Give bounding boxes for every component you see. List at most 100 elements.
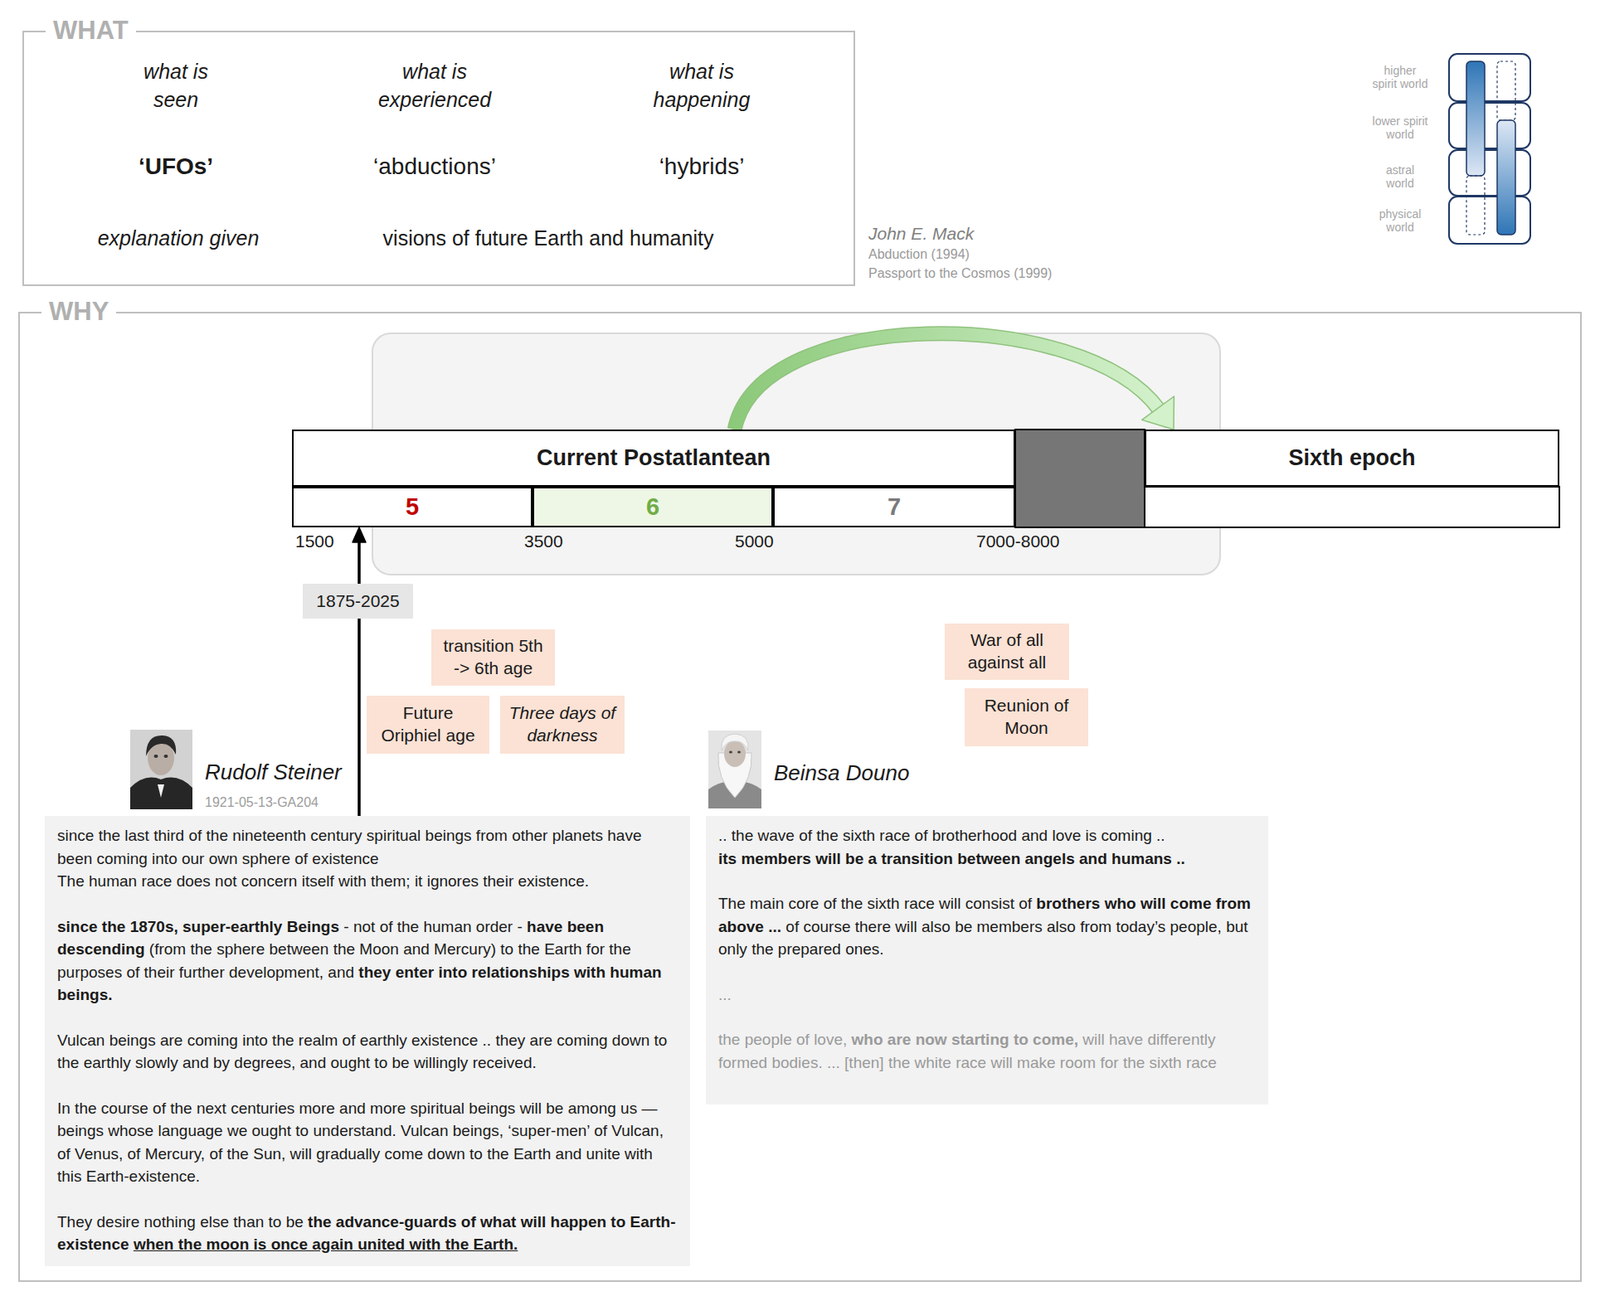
epoch-cell: Current Postatlantean <box>291 429 1016 487</box>
author-name: Rudolf Steiner <box>204 761 342 785</box>
arrow-band <box>734 333 1160 430</box>
epoch-cell: Sixth epoch <box>1144 429 1560 487</box>
quote-text: of course there will also be members als… <box>718 918 1249 959</box>
quote-text: Vulcan beings are coming into the realm … <box>57 1031 667 1073</box>
author-name: Beinsa Douno <box>773 762 910 786</box>
quote-text: who are now starting to come, <box>851 1031 1079 1049</box>
quote-text: The main core of the sixth race will con… <box>718 894 1032 913</box>
level-bar <box>1497 120 1516 235</box>
world-level-box <box>1449 53 1531 102</box>
event-box: Future Oriphiel age <box>366 695 490 754</box>
quote-text: the people of love, <box>718 1031 847 1049</box>
quote-text: The human race does not concern itself w… <box>57 872 589 890</box>
world-label: higher spirit world <box>1371 63 1430 91</box>
box-text: transition 5th -> 6th age <box>439 635 547 681</box>
event-box: Reunion of Moon <box>964 688 1089 747</box>
panel-item: explanation given <box>97 223 260 253</box>
photo-collar <box>157 784 165 798</box>
arrow-head <box>352 527 366 543</box>
box-text: Future Oriphiel age <box>374 702 482 748</box>
portrait-douno <box>708 730 762 809</box>
world-level-box <box>1449 150 1531 196</box>
year-label: 5000 <box>734 531 774 552</box>
photo-eye <box>737 750 741 754</box>
photo-ground <box>708 730 762 809</box>
box-label: War of all against all <box>953 629 1061 675</box>
photo-eye <box>154 754 159 759</box>
panel-item: what is seen <box>130 57 222 114</box>
empty-cell <box>1144 486 1560 528</box>
quote-paragraph: since the 1870s, super-earthly Beings - … <box>57 915 678 1007</box>
year-label: 7000-8000 <box>976 531 1060 552</box>
panel-item: ‘hybrids’ <box>659 153 745 180</box>
quote-text: .. the wave of the sixth race of brother… <box>718 826 1166 845</box>
quote-text: since the last third of the nineteenth c… <box>57 826 642 868</box>
box-text: 5 <box>405 493 419 521</box>
portrait-steiner <box>130 729 193 810</box>
quote-text: They desire nothing else than to be <box>57 1213 304 1231</box>
arrow-head <box>1142 396 1175 430</box>
what-panel: WHATwhat is seenwhat is experiencedwhat … <box>22 30 856 287</box>
box-label: 6 <box>646 493 660 521</box>
source-reference: 1921-05-13-GA204 <box>204 791 319 815</box>
photo-hair <box>721 734 749 751</box>
world-level-box <box>1449 102 1531 149</box>
why-panel: WHYCurrent PostatlanteanSixth epoch56718… <box>18 311 1582 1283</box>
box-text: 7 <box>887 493 901 521</box>
panel-item: ‘abductions’ <box>373 153 497 180</box>
level-bar-dashed <box>1466 175 1485 235</box>
age-cell: 6 <box>532 486 774 528</box>
photo-eye <box>729 750 733 754</box>
quote-box: Rudolf Steiner1921-05-13-GA204since the … <box>44 816 691 1267</box>
panel-title: WHY <box>41 296 117 328</box>
quote-paragraph: ... <box>718 983 1256 1007</box>
box-text: 6 <box>646 493 660 521</box>
quote-text: since the 1870s, super-earthly Beings <box>57 918 340 936</box>
photo-ground <box>130 729 193 810</box>
box-label: Three days of darkness <box>508 702 617 748</box>
quote-paragraph: In the course of the next centuries more… <box>57 1097 678 1189</box>
box-label: Reunion of Moon <box>972 695 1080 740</box>
photo-hair <box>145 735 176 757</box>
box-label: 1875-2025 <box>316 591 399 612</box>
level-bar <box>1466 61 1485 176</box>
box-label: Sixth epoch <box>1288 445 1416 472</box>
panel-item: what is experienced <box>364 57 506 114</box>
world-label: astral world <box>1371 163 1430 190</box>
photo-suit <box>130 778 193 810</box>
box-text: Sixth epoch <box>1288 445 1416 472</box>
gap-cell <box>1015 429 1145 528</box>
quote-text: In the course of the next centuries more… <box>57 1099 664 1187</box>
box-label: Current Postatlantean <box>536 445 771 472</box>
connector <box>734 333 1175 430</box>
event-box: Three days of darkness <box>500 695 625 754</box>
quote-paragraph: since the last third of the nineteenth c… <box>57 824 678 871</box>
world-label: physical world <box>1371 207 1430 234</box>
box-text: War of all against all <box>953 629 1061 675</box>
box-label: Future Oriphiel age <box>374 702 482 748</box>
quote-text: - not of the human order - <box>343 918 522 936</box>
box-label: 7 <box>887 493 901 521</box>
period-tag: 1875-2025 <box>302 583 414 619</box>
book-title: Abduction (1994) <box>868 247 970 263</box>
photo-eye <box>164 754 169 759</box>
world-label: lower spirit world <box>1371 114 1430 142</box>
quote-paragraph: its members will be a transition between… <box>718 847 1256 871</box>
arrow-band-outline <box>734 333 1160 430</box>
quote-text: ... <box>718 986 732 1004</box>
event-box: transition 5th -> 6th age <box>431 629 555 686</box>
book-title: Passport to the Cosmos (1999) <box>868 266 1052 282</box>
age-cell: 5 <box>291 486 533 528</box>
quote-paragraph: The main core of the sixth race will con… <box>718 892 1256 962</box>
panel-item: visions of future Earth and humanity <box>383 226 715 251</box>
box-label: transition 5th -> 6th age <box>439 635 547 681</box>
quote-paragraph: Vulcan beings are coming into the realm … <box>57 1029 678 1075</box>
author-name: John E. Mack <box>868 223 974 244</box>
age-cell: 7 <box>773 486 1016 528</box>
panel-title: WHAT <box>45 14 137 47</box>
quote-paragraph: .. the wave of the sixth race of brother… <box>718 824 1256 848</box>
year-label: 3500 <box>524 531 564 552</box>
quote-text: its members will be a transition between… <box>718 850 1186 868</box>
box-text: 1875-2025 <box>316 591 399 612</box>
